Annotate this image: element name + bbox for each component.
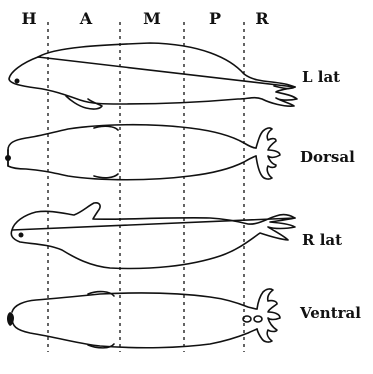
zone-label-m: M <box>143 9 161 28</box>
view-label-left-lateral: L lat <box>302 68 340 86</box>
view-label-dorsal: Dorsal <box>300 148 355 166</box>
seal-dorsal <box>5 125 280 180</box>
seal-left-lateral <box>9 43 297 109</box>
zone-label-p: P <box>209 9 221 28</box>
zone-label-a: A <box>79 9 93 28</box>
zone-label-r: R <box>255 9 269 28</box>
view-label-right-lateral: R lat <box>302 231 342 249</box>
seal-right-lateral <box>11 203 295 269</box>
view-label-ventral: Ventral <box>299 304 361 322</box>
zone-label-h: H <box>21 9 36 28</box>
